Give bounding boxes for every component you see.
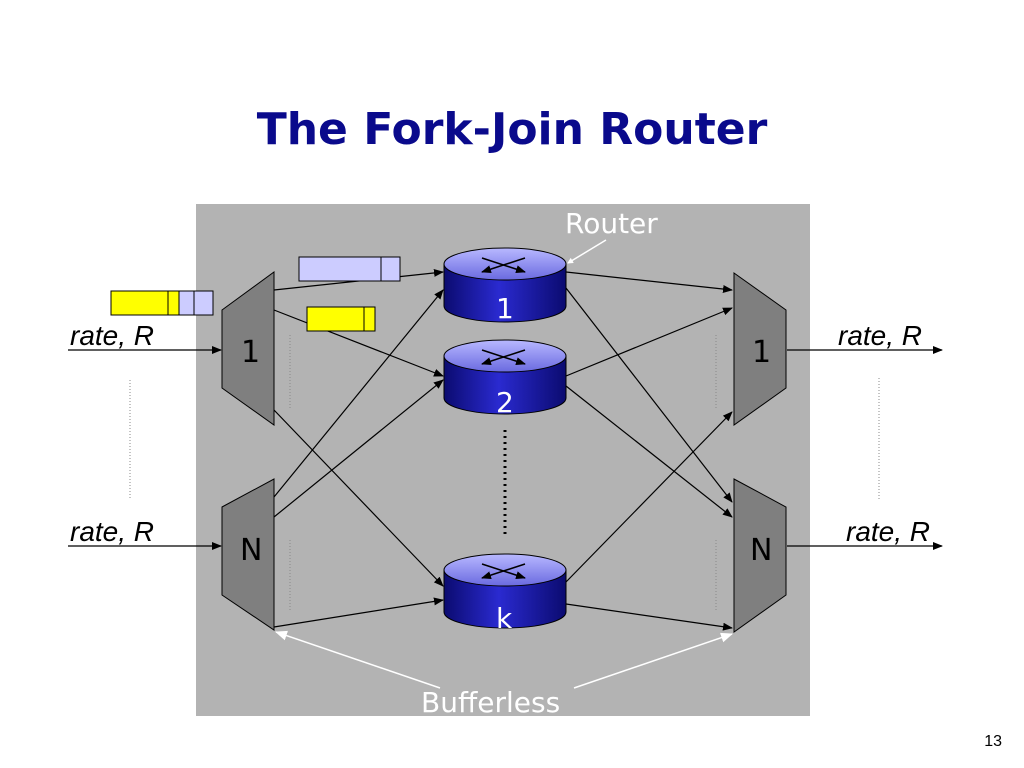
router-2: 2: [443, 339, 567, 419]
bufferless-arrow-right: [573, 632, 733, 689]
router-k-label: k: [496, 602, 513, 635]
router-1-crossed-arrows-icon: [481, 257, 526, 274]
router-2-label: 2: [496, 386, 514, 419]
slide-title: The Fork-Join Router: [256, 104, 768, 155]
page-number: 13: [984, 733, 1002, 750]
demux-n-label: N: [240, 533, 262, 568]
input-rate-bottom-label: rate, R: [70, 516, 154, 547]
router-to-mux-links: [565, 271, 733, 631]
bufferless-callout-label: Bufferless: [421, 686, 560, 719]
router-callout-label: Router: [565, 207, 658, 240]
input-rate-top-label: rate, R: [70, 320, 154, 351]
router-k: k: [443, 553, 567, 635]
demux-1-label: 1: [241, 335, 260, 370]
io-rate-lines: [68, 346, 943, 550]
mux-n-trapezoid: [733, 478, 787, 633]
demux-1-trapezoid: [221, 271, 275, 426]
router-1-label: 1: [496, 292, 514, 325]
output-rate-top-label: rate, R: [838, 320, 922, 351]
mux-1-trapezoid: [733, 272, 787, 426]
mux-1-label: 1: [752, 335, 771, 370]
packet-queue-lavender: [298, 256, 401, 282]
output-rate-bottom-label: rate, R: [846, 516, 930, 547]
router-1: 1: [443, 247, 567, 325]
router-k-crossed-arrows-icon: [481, 563, 526, 580]
router-2-crossed-arrows-icon: [481, 349, 526, 366]
bufferless-arrow-left: [275, 630, 441, 689]
demux-n-trapezoid: [221, 478, 275, 631]
router-callout-arrow: [567, 239, 607, 264]
packet-queue-yellow-lavender: [110, 290, 214, 316]
packet-queue-yellow: [306, 306, 376, 332]
mux-n-label: N: [750, 533, 772, 568]
